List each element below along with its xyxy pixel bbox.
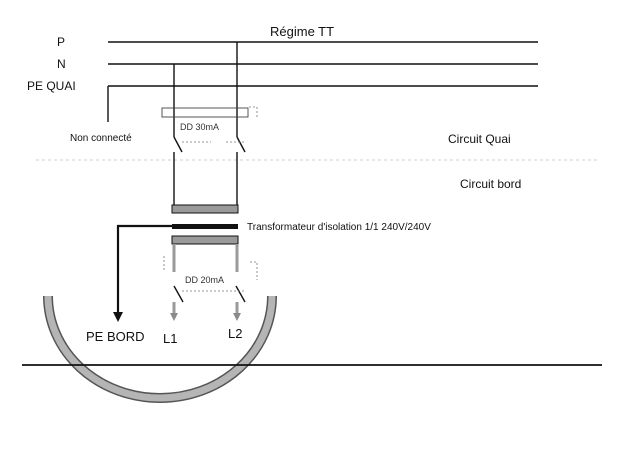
breaker-quai-test-link (249, 106, 258, 117)
pe-bord-wire (116, 224, 172, 312)
circuit-quai-label: Circuit Quai (448, 132, 511, 146)
not-connected-label: Non connecté (70, 133, 132, 144)
breaker-quai-label: DD 30mA (180, 122, 219, 132)
neutral-label: N (57, 57, 66, 71)
l1-label: L1 (163, 331, 177, 346)
transformer-secondary-winding (171, 235, 239, 245)
transformer-label: Transformateur d'isolation 1/1 240V/240V (247, 222, 431, 233)
breaker-quai: DD 30mA (161, 106, 258, 153)
phase-label: P (57, 35, 65, 49)
l2-label: L2 (228, 326, 242, 341)
breaker-bord-label: DD 20mA (185, 275, 224, 285)
transformer-primary-winding (171, 204, 239, 214)
breaker-bord-contact-2 (235, 285, 246, 303)
breaker-bord-test-link (250, 261, 258, 280)
diagram-title: Régime TT (270, 24, 334, 39)
isolation-transformer (171, 204, 239, 245)
earth-label: PE QUAI (27, 79, 76, 93)
l2-arrow-icon (233, 313, 241, 321)
breaker-quai-contact-n (173, 136, 183, 153)
transformer-core (172, 224, 238, 229)
circuit-bord-label: Circuit bord (460, 177, 521, 191)
pe-bord-label: PE BORD (86, 329, 145, 344)
breaker-bord: DD 20mA (163, 256, 258, 303)
breaker-quai-mechanism (161, 107, 249, 118)
breaker-bord-contact-1 (173, 285, 184, 303)
l1-arrow-icon (170, 313, 178, 321)
boat-hull (44, 295, 276, 402)
supply-bus (108, 41, 538, 87)
breaker-quai-contact-p (236, 136, 246, 153)
pe-bord-arrow-icon (113, 312, 123, 322)
